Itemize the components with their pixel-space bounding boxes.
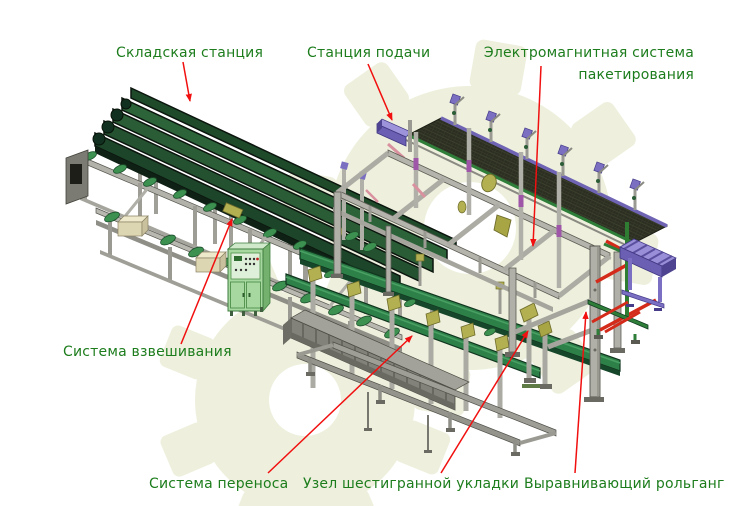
callout-arrows: [180, 61, 589, 474]
cabinet-door-right: [246, 281, 261, 309]
arrow-electromagnetic-system: [530, 65, 542, 247]
label-electromagnetic-line2: пакетирования: [578, 67, 694, 83]
packaging-gantry: [331, 93, 669, 402]
control-panel: [230, 252, 261, 280]
arrow-transfer-system: [267, 335, 413, 474]
arrow-feed-station: [367, 63, 393, 121]
label-transfer-system: Система переноса: [149, 476, 289, 492]
pipe-end-caps: [92, 98, 132, 146]
panel-red-button: [256, 257, 259, 261]
label-feed-station: Станция подачи: [307, 45, 431, 61]
gantry-legs: [331, 191, 625, 402]
motor-block: [70, 164, 82, 184]
clamp-yellow-tops: [307, 265, 510, 352]
label-electromagnetic-line1: Электромагнитная система: [483, 45, 694, 61]
arrow-aligning-conveyor: [574, 311, 589, 474]
weighing-unit: [222, 202, 244, 219]
electromagnet-hangers: [449, 93, 645, 210]
label-weighing-system: Система взвешивания: [63, 344, 232, 360]
transfer-system: [283, 227, 621, 456]
feed-beam: [376, 118, 412, 160]
arrow-hex-stacking: [440, 330, 529, 474]
control-cabinet: [226, 242, 272, 316]
label-hex-stacking-unit: Узел шестигранной укладки: [303, 476, 520, 492]
arrow-weighing-system: [180, 218, 233, 345]
label-aligning-conveyor: Выравнивающий рольганг: [524, 476, 725, 492]
panel-screen: [234, 256, 242, 261]
rollers-upper: [83, 151, 307, 250]
label-electromagnetic-system: Электромагнитная система пакетирования: [484, 42, 694, 86]
aligning-roller-conveyor: [619, 238, 677, 311]
pallet-boxes: [117, 215, 227, 273]
label-storage-station: Складская станция: [116, 45, 264, 61]
arrow-storage-station: [182, 61, 192, 102]
